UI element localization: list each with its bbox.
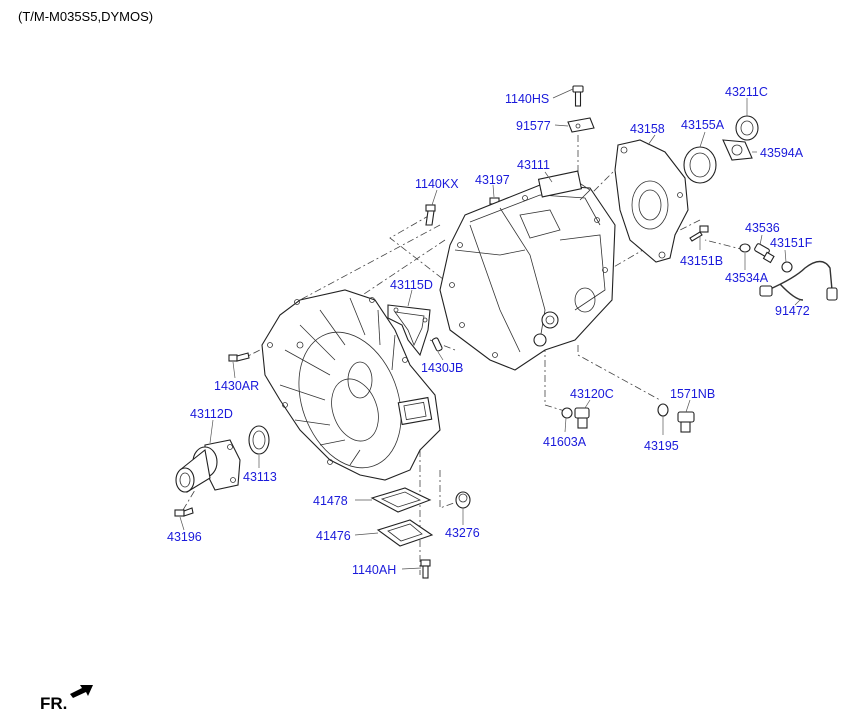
seal-43211c[interactable] [735,115,759,141]
washer-43195[interactable] [657,403,669,417]
label-1140hs[interactable]: 1140HS [505,92,549,106]
oring-43151f[interactable] [781,261,793,273]
rear-cover-43158[interactable] [614,139,689,263]
plate-43594a[interactable] [722,139,753,161]
bolt-43151b[interactable] [689,225,709,242]
sensor-43536[interactable] [754,243,775,264]
label-91577[interactable]: 91577 [516,119,551,133]
label-41478[interactable]: 41478 [313,494,348,508]
seal-43155a[interactable] [683,146,717,184]
washer-43534a[interactable] [739,243,751,253]
label-43151b[interactable]: 43151B [680,254,723,268]
label-1430ar[interactable]: 1430AR [214,379,259,393]
label-43196[interactable]: 43196 [167,530,202,544]
gasket-43115d[interactable] [387,304,431,357]
label-43594a[interactable]: 43594A [760,146,804,160]
retainer-43112d[interactable] [175,439,241,493]
label-43115d[interactable]: 43115D [390,278,433,292]
label-43155a[interactable]: 43155A [681,118,725,132]
label-43534a[interactable]: 43534A [725,271,769,285]
bolt-43196[interactable] [174,507,194,517]
plug-43276[interactable] [455,491,471,509]
washer-41603a[interactable] [561,407,573,419]
front-label: FR. [40,694,68,713]
label-43112d[interactable]: 43112D [190,407,233,421]
label-43158[interactable]: 43158 [630,122,665,136]
seal-43113[interactable] [248,425,270,455]
clutch-housing[interactable] [261,289,441,482]
plug-43120c[interactable] [574,407,590,429]
label-41476[interactable]: 41476 [316,529,351,543]
bolt-1140ah[interactable] [420,559,431,579]
plug-1571nb[interactable] [677,411,695,433]
label-1140kx[interactable]: 1140KX [415,177,459,191]
label-43111[interactable]: 43111 [517,158,550,172]
bolt-1140kx[interactable] [425,204,436,226]
harness-91472[interactable] [759,260,838,301]
label-43113[interactable]: 43113 [243,470,277,484]
label-43536[interactable]: 43536 [745,221,780,235]
front-arrow-icon [70,685,93,698]
bolt-1140hs[interactable] [572,85,584,107]
label-1430jb[interactable]: 1430JB [421,361,463,375]
bracket-91577[interactable] [567,117,595,133]
part-labels: 1140HS 91577 43211C 43158 43155A 43594A … [167,85,813,577]
diagram-title: (T/M-M035S5,DYMOS) [18,9,154,24]
label-43276[interactable]: 43276 [445,526,480,540]
label-43211c[interactable]: 43211C [725,85,768,99]
label-43197[interactable]: 43197 [475,173,510,187]
label-41603a[interactable]: 41603A [543,435,587,449]
dowel-pin-1430jb[interactable] [431,337,443,352]
gasket-41478[interactable] [370,487,432,513]
label-43120c[interactable]: 43120C [570,387,614,401]
label-1571nb[interactable]: 1571NB [670,387,715,401]
leader-lines [179,88,801,570]
transmission-case-43111[interactable] [439,170,616,371]
label-1140ah[interactable]: 1140AH [352,563,396,577]
gasket-41476[interactable] [376,519,434,547]
bolt-1430ar[interactable] [228,352,250,362]
label-91472[interactable]: 91472 [775,304,810,318]
label-43195[interactable]: 43195 [644,439,679,453]
label-43151f[interactable]: 43151F [770,236,813,250]
